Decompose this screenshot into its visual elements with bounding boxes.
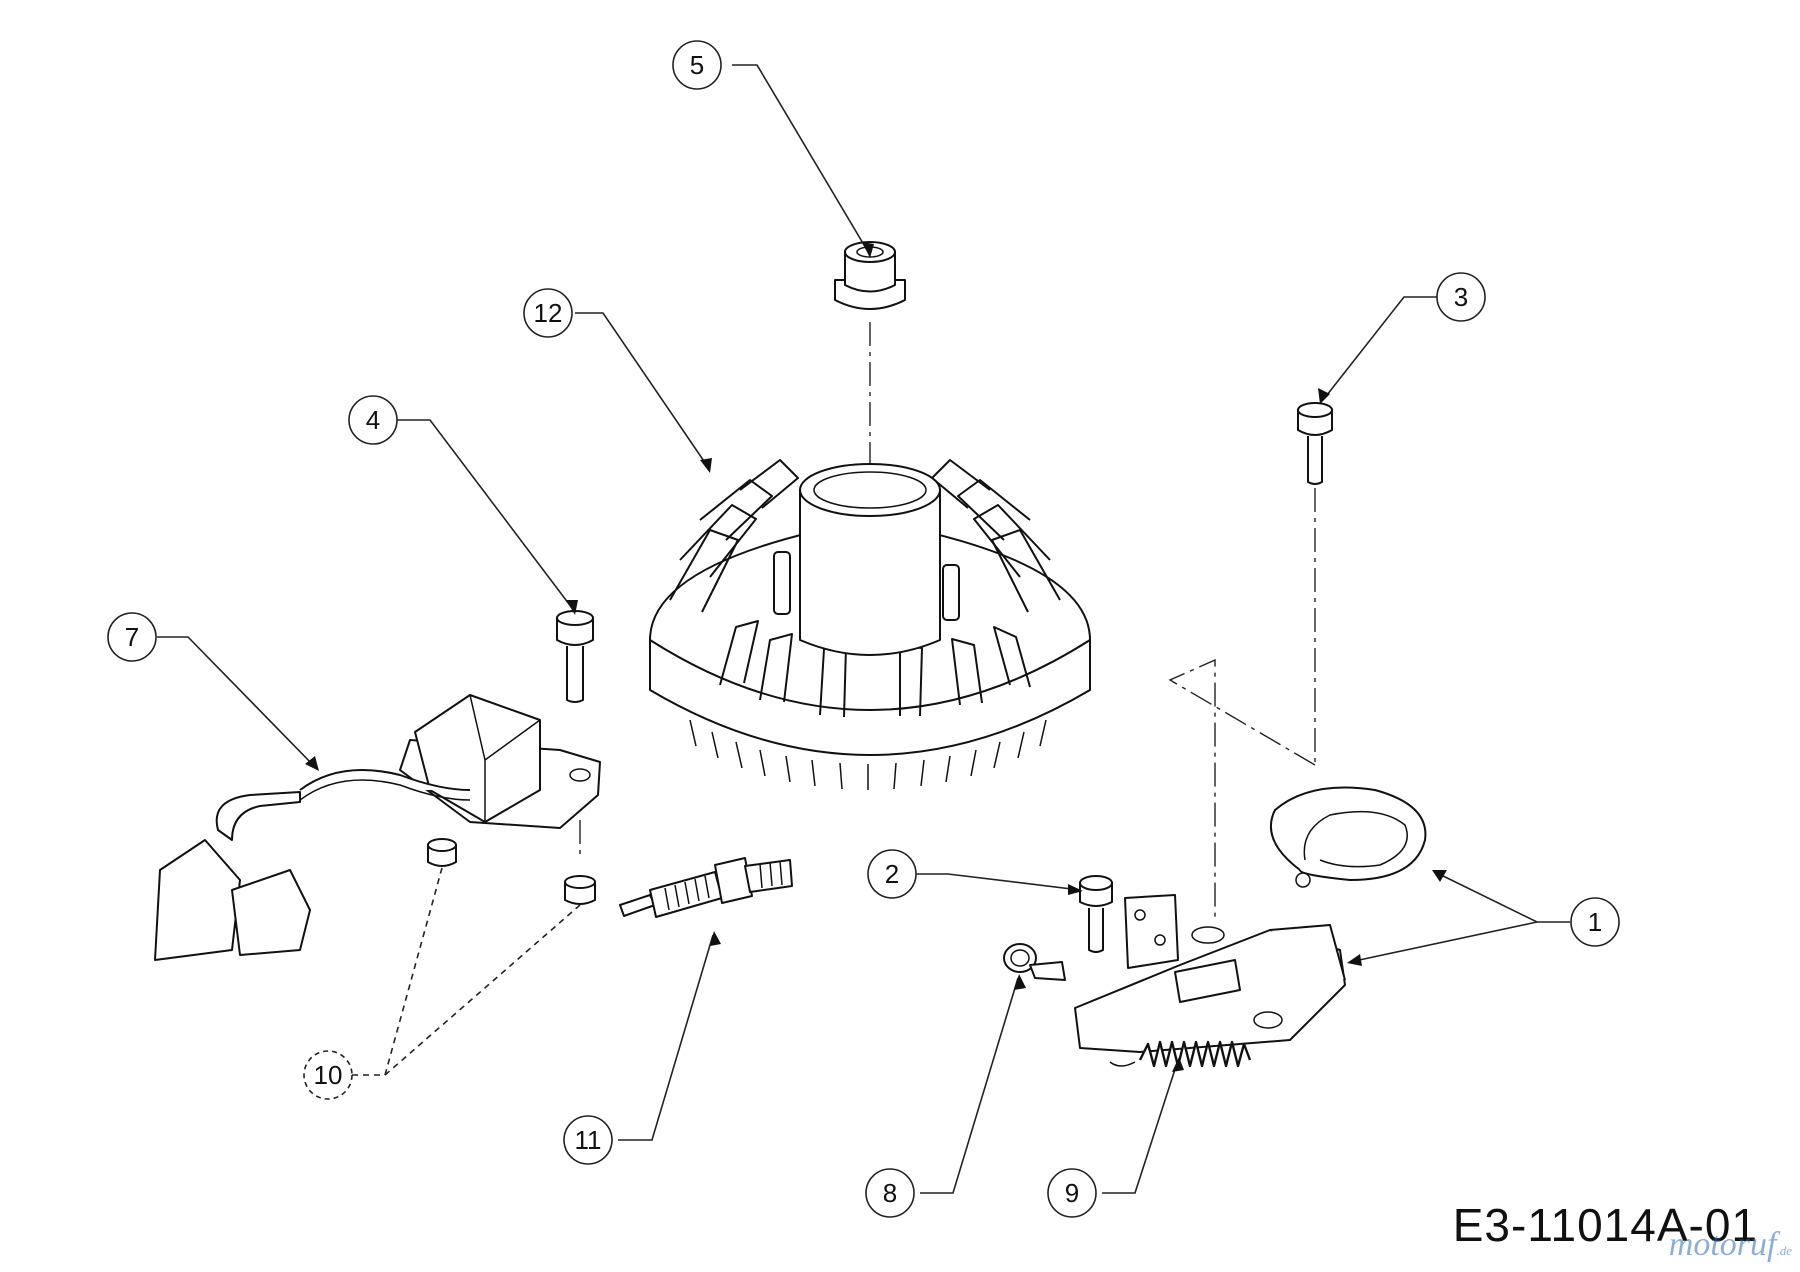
spacer-left: [427, 838, 457, 867]
svg-text:10: 10: [314, 1060, 343, 1090]
tension-spring: [1109, 1040, 1252, 1068]
spring-washer: [1270, 786, 1427, 888]
callout-8: 8: [865, 1168, 915, 1218]
leader-4: [397, 419, 576, 613]
drawing-number: E3-11014A-01: [1452, 1199, 1758, 1251]
callout-10: 10: [303, 1050, 353, 1100]
bolt-3: [1297, 402, 1333, 485]
watermark-brand: motoruf: [1668, 1226, 1777, 1263]
watermark-tld: .de: [1776, 1243, 1792, 1258]
flywheel: [649, 459, 1091, 790]
callout-2: 2: [867, 849, 917, 899]
leader-10b: [384, 904, 581, 1076]
leader-7: [157, 636, 317, 769]
bolt-4: [556, 610, 594, 703]
leader-2: [916, 873, 1081, 891]
svg-text:12: 12: [534, 298, 563, 328]
callout-3: 3: [1436, 272, 1486, 322]
leader-12: [575, 312, 711, 471]
assembly-axis-bracket: [1168, 658, 1316, 920]
callout-5: 5: [672, 40, 722, 90]
callout-4: 4: [348, 395, 398, 445]
wire-clip: [1003, 943, 1066, 981]
callout-11: 11: [563, 1115, 613, 1165]
watermark-logo: motoruf.de: [1669, 1226, 1792, 1264]
leader-1b: [1349, 921, 1538, 963]
spark-plug: [619, 857, 793, 918]
leader-11: [618, 934, 714, 1141]
leader-1a: [1434, 871, 1570, 923]
svg-text:1: 1: [1588, 907, 1602, 937]
arrowheads: [305, 242, 1447, 1072]
switch-bracket: [1074, 894, 1346, 1053]
leader-10a: [384, 867, 443, 1076]
bolt-2: [1079, 875, 1113, 953]
callout-12: 12: [523, 288, 573, 338]
spacer-right: [564, 875, 596, 905]
svg-text:9: 9: [1065, 1178, 1079, 1208]
leader-8: [920, 977, 1019, 1194]
callout-7: 7: [107, 612, 157, 662]
svg-text:3: 3: [1454, 282, 1468, 312]
leader-9: [1102, 1059, 1179, 1194]
svg-text:2: 2: [885, 859, 899, 889]
callout-1: 1: [1570, 897, 1620, 947]
svg-text:8: 8: [883, 1178, 897, 1208]
svg-text:4: 4: [366, 405, 380, 435]
leader-3: [1322, 296, 1437, 401]
svg-text:5: 5: [690, 50, 704, 80]
leader-5: [732, 64, 871, 256]
ignition-coil: [154, 694, 601, 961]
svg-text:7: 7: [125, 622, 139, 652]
callout-9: 9: [1047, 1168, 1097, 1218]
svg-text:11: 11: [575, 1125, 602, 1155]
